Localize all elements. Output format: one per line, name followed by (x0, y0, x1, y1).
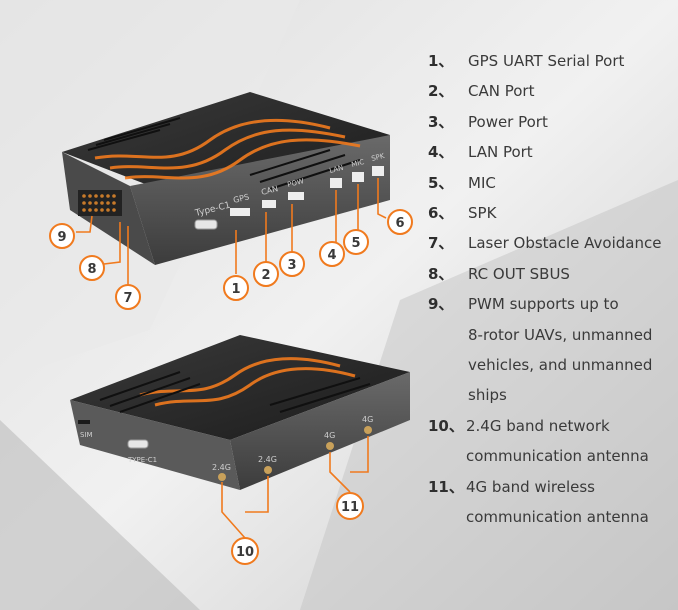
feature-text: communication antenna (466, 447, 649, 466)
callout-10-circle (231, 537, 259, 565)
feature-number: 8、 (428, 264, 454, 283)
callout-11-circle (336, 492, 364, 520)
flight-controller-top (62, 92, 390, 265)
feature-item: vehicles, and unmanned (428, 350, 673, 380)
port-label-2-4g-right: 2.4G (258, 455, 277, 464)
feature-text: communication antenna (466, 508, 649, 527)
background-facet (300, 180, 678, 610)
feature-text: PWM supports up to (468, 295, 619, 314)
callout-4-label: 4 (327, 248, 336, 263)
feature-item: 5、 MIC (428, 168, 673, 198)
feature-text: 2.4G band network (466, 416, 610, 435)
feature-text: Laser Obstacle Avoidance (468, 234, 662, 253)
feature-number: 4、 (428, 143, 454, 162)
callout-3-label: 3 (287, 258, 296, 273)
feature-item: 6、 SPK (428, 198, 673, 228)
feature-item: 9、 PWM supports up to (428, 289, 673, 319)
feature-text: SPK (468, 204, 497, 223)
port-label-can: CAN (260, 184, 279, 197)
callout-11-label: 11 (341, 500, 359, 515)
feature-item: 7、 Laser Obstacle Avoidance (428, 228, 673, 258)
feature-text: 8-rotor UAVs, unmanned (468, 325, 653, 344)
callout-5-label: 5 (351, 236, 360, 251)
port-label-gps: GPS (232, 192, 250, 205)
feature-item: communication antenna (428, 441, 673, 471)
feature-item: communication antenna (428, 502, 673, 532)
feature-item: 2、 CAN Port (428, 76, 673, 106)
feature-number: 3、 (428, 112, 454, 131)
port-label-sim: SIM (80, 431, 93, 439)
feature-text: RC OUT SBUS (468, 264, 570, 283)
feature-number: 5、 (428, 173, 454, 192)
port-label-pow: POW (287, 177, 305, 189)
callout-7-circle (115, 284, 141, 310)
callout-5-circle (343, 229, 369, 255)
feature-text: GPS UART Serial Port (468, 52, 625, 70)
feature-item: 4、 LAN Port (428, 137, 673, 167)
feature-text: vehicles, and unmanned (468, 356, 653, 375)
callout-6-label: 6 (395, 216, 404, 231)
background-facet (0, 420, 200, 610)
feature-list: 1、 GPS UART Serial Port 2、 CAN Port 3、 Power … (428, 46, 673, 533)
feature-text: 4G band wireless (466, 477, 595, 496)
feature-item: 11、4G band wireless (428, 472, 673, 502)
feature-number: 1、 (428, 52, 454, 70)
feature-number: 11、 (428, 477, 464, 496)
feature-item: 8、 RC OUT SBUS (428, 259, 673, 289)
callout-9-circle (49, 223, 75, 249)
feature-item: ships (428, 380, 673, 410)
port-label-4g-right: 4G (362, 415, 373, 424)
callout-2-circle (253, 261, 279, 287)
callout-1-circle (223, 275, 249, 301)
callout-9-label: 9 (57, 230, 66, 245)
feature-item: 8-rotor UAVs, unmanned (428, 320, 673, 350)
port-label-mic: MIC (351, 158, 366, 169)
flight-controller-bottom (70, 335, 410, 490)
port-label-spk: SPK (371, 152, 386, 163)
callout-8-circle (79, 255, 105, 281)
feature-number: 2、 (428, 82, 454, 101)
port-label-lan: LAN (329, 164, 345, 175)
feature-number: 9、 (428, 295, 454, 314)
port-label-2-4g-left: 2.4G (212, 463, 231, 472)
port-label-type-c1-bottom: TYPE-C1 (127, 456, 157, 464)
callout-8-label: 8 (87, 262, 96, 277)
feature-number: 6、 (428, 204, 454, 223)
feature-text: ships (468, 386, 507, 405)
port-label-4g-left: 4G (324, 431, 335, 440)
feature-text: LAN Port (468, 143, 533, 162)
callout-4-circle (319, 241, 345, 267)
feature-text: Power Port (468, 112, 548, 131)
callout-3-circle (279, 251, 305, 277)
callout-7-label: 7 (123, 291, 132, 306)
callout-2-label: 2 (261, 268, 270, 283)
feature-number: 10、 (428, 416, 464, 435)
callout-6-circle (387, 209, 413, 235)
feature-item: 10、2.4G band network (428, 411, 673, 441)
feature-item: 3、 Power Port (428, 107, 673, 137)
feature-item: 1、 GPS UART Serial Port (428, 46, 673, 76)
feature-text: MIC (468, 173, 496, 192)
feature-number: 7、 (428, 234, 454, 253)
callout-1-label: 1 (231, 282, 240, 297)
feature-text: CAN Port (468, 82, 535, 101)
callout-10-label: 10 (236, 545, 254, 560)
